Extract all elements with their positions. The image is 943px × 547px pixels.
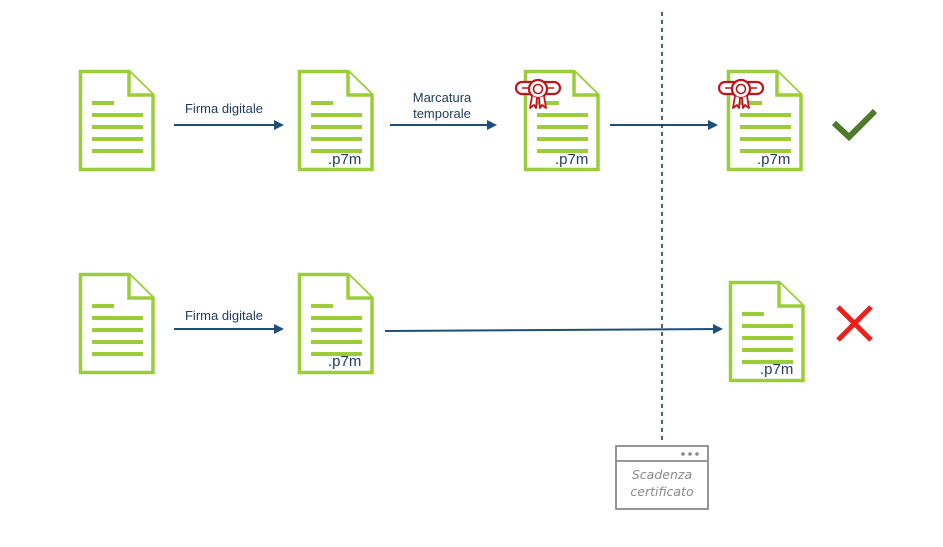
ext-label-row2-doc2: .p7m [328,353,361,370]
expiry-label-line1: Scadenza [632,467,692,482]
expiry-label-line2: certificato [630,484,694,499]
label-marcatura: Marcatura [413,90,472,105]
label-temporale: temporale [413,106,471,121]
ext-label-row1-doc4: .p7m [757,151,790,168]
ext-label-row1-doc2: .p7m [328,151,361,168]
expiry-callout: Scadenza certificato [615,445,709,510]
ext-label-row1-doc3: .p7m [555,151,588,168]
document-icon [78,272,155,375]
document-icon [78,69,155,172]
cross-icon [836,305,873,342]
label-firma-digitale-row1: Firma digitale [185,101,263,116]
browser-window-icon [681,452,699,456]
arrow-validity-row2 [384,324,723,335]
checkmark-icon [831,108,878,142]
ext-label-row2-doc3: .p7m [760,361,793,378]
label-firma-digitale-row2: Firma digitale [185,308,263,323]
